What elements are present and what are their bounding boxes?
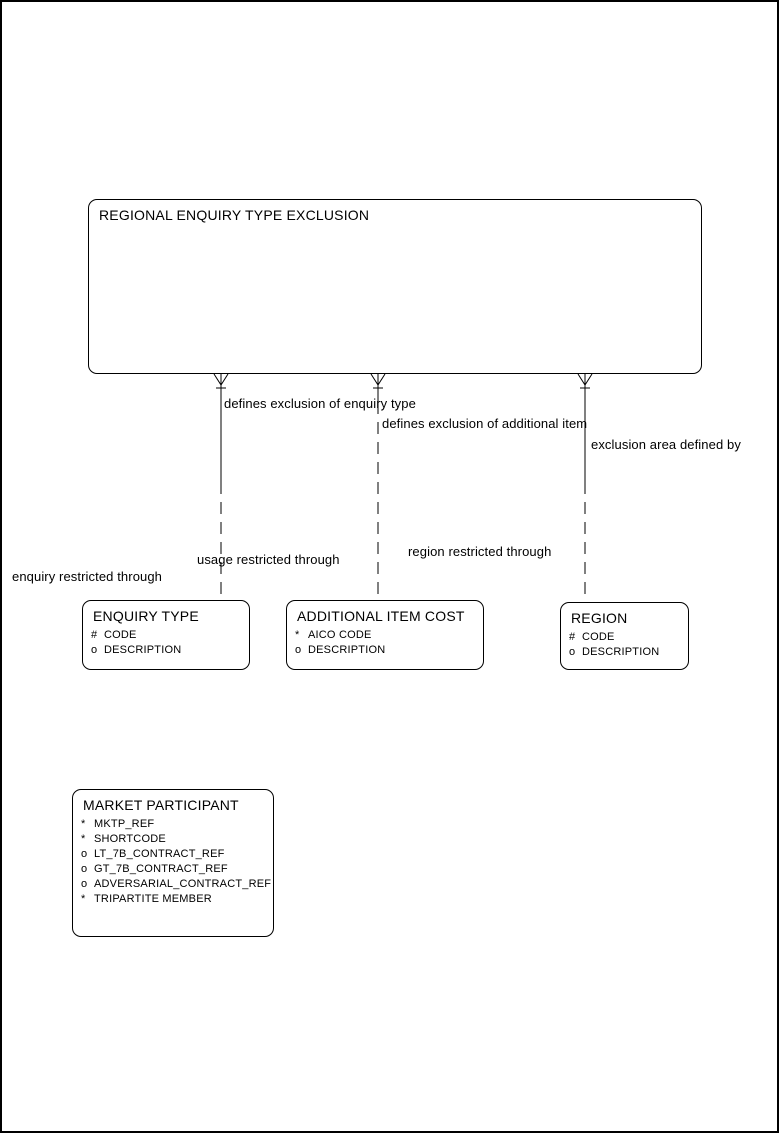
attribute-name: CODE — [104, 629, 137, 641]
attribute-marker: * — [81, 818, 86, 830]
attribute-row: o ADVERSARIAL_CONTRACT_REF — [81, 877, 272, 892]
crow-foot-icon — [577, 373, 593, 389]
attribute-row: o DESCRIPTION — [91, 643, 247, 658]
attribute-row: o DESCRIPTION — [295, 643, 481, 658]
relationship-label-region-restricted-through: region restricted through — [408, 544, 552, 559]
attribute-row: o LT_7B_CONTRACT_REF — [81, 847, 271, 862]
attribute-marker: # — [91, 629, 98, 641]
entity-additional-item-cost[interactable]: ADDITIONAL ITEM COST * AICO CODE o DESCRIP… — [286, 600, 484, 670]
attribute-name: LT_7B_CONTRACT_REF — [94, 848, 225, 860]
connector-region — [577, 373, 593, 602]
entity-region[interactable]: REGION # CODE o DESCRIPTION — [560, 602, 689, 670]
crow-foot-icon — [213, 373, 229, 389]
attribute-marker: o — [81, 878, 88, 890]
attribute-marker: o — [569, 646, 576, 658]
attribute-row: # CODE — [569, 630, 686, 645]
attribute-row: o DESCRIPTION — [569, 645, 686, 660]
entity-title: REGION — [571, 610, 628, 626]
attribute-row: * SHORTCODE — [81, 832, 271, 847]
attribute-name: AICO CODE — [308, 629, 372, 641]
attribute-marker: # — [569, 631, 576, 643]
attribute-marker: * — [81, 893, 86, 905]
attribute-name: SHORTCODE — [94, 833, 166, 845]
relationship-label-defines-exclusion-of-additional-item: defines exclusion of additional item — [382, 416, 588, 431]
relationship-label-exclusion-area-defined-by: exclusion area defined by — [591, 437, 741, 452]
attribute-marker: o — [91, 644, 98, 656]
attribute-name: ADVERSARIAL_CONTRACT_REF — [94, 878, 272, 890]
attribute-marker: * — [295, 629, 300, 641]
attribute-name: DESCRIPTION — [582, 646, 660, 658]
entity-regional-enquiry-type-exclusion[interactable]: REGIONAL ENQUIRY TYPE EXCLUSION — [88, 199, 702, 374]
attribute-name: GT_7B_CONTRACT_REF — [94, 863, 228, 875]
attribute-row: # CODE — [91, 628, 247, 643]
entity-title: ENQUIRY TYPE — [93, 608, 199, 624]
attribute-row: o GT_7B_CONTRACT_REF — [81, 862, 271, 877]
attribute-marker: * — [81, 833, 86, 845]
relationship-label-usage-restricted-through: usage restricted through — [197, 552, 340, 567]
attribute-marker: o — [81, 848, 88, 860]
entity-title: ADDITIONAL ITEM COST — [297, 608, 465, 624]
attribute-marker: o — [81, 863, 88, 875]
relationship-label-defines-exclusion-of-enquiry-type: defines exclusion of enquiry type — [224, 396, 416, 411]
crow-foot-icon — [370, 373, 386, 389]
attribute-row: * AICO CODE — [295, 628, 481, 643]
entity-market-participant[interactable]: MARKET PARTICIPANT *MKTP_REF *SHORTCODE … — [72, 789, 274, 937]
entity-title: REGIONAL ENQUIRY TYPE EXCLUSION — [99, 207, 370, 223]
attribute-row: * TRIPARTITE MEMBER — [81, 892, 271, 907]
attribute-row: * MKTP_REF — [81, 817, 271, 832]
entity-title: MARKET PARTICIPANT — [83, 797, 239, 813]
attribute-marker: o — [295, 644, 302, 656]
attribute-name: MKTP_REF — [94, 818, 155, 830]
attribute-name: CODE — [582, 631, 615, 643]
attribute-name: DESCRIPTION — [104, 644, 182, 656]
relationship-label-enquiry-restricted-through: enquiry restricted through — [12, 569, 163, 584]
entity-enquiry-type[interactable]: ENQUIRY TYPE # CODE o DESCRIPTION — [82, 600, 250, 670]
attribute-name: TRIPARTITE MEMBER — [94, 893, 212, 905]
attribute-name: DESCRIPTION — [308, 644, 386, 656]
